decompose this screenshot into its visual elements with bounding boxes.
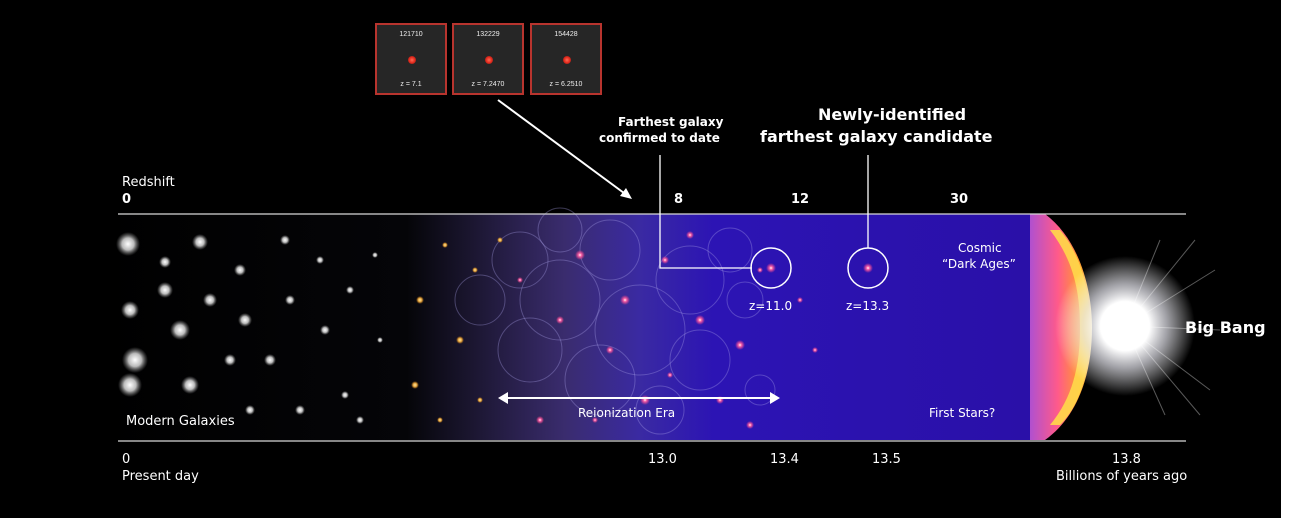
- galaxy-dot: [408, 56, 416, 64]
- present-day-label: Present day: [122, 469, 199, 484]
- infographic-panel: 121710 z = 7.1 132229 z = 7.2470 154428 …: [0, 0, 1281, 518]
- redshift-tick-0: 0: [122, 192, 132, 207]
- galaxy-z11-circle: [750, 247, 792, 289]
- inset-id: 154428: [554, 31, 578, 38]
- candidate-label-1: Newly-identified: [818, 105, 967, 124]
- inset-redshift: z = 7.2470: [471, 81, 505, 88]
- galaxy-z13-label: z=13.3: [846, 299, 890, 313]
- cosmic-dark-ages-label-2: “Dark Ages”: [942, 257, 1016, 271]
- inset-redshift: z = 6.2510: [549, 81, 583, 88]
- modern-galaxies-label: Modern Galaxies: [126, 414, 235, 429]
- galaxy-dot: [485, 56, 493, 64]
- time-tick-13-5: 13.5: [872, 452, 901, 467]
- inset-id: 121710: [399, 31, 423, 38]
- time-tick-13-0: 13.0: [648, 452, 677, 467]
- time-tick-13-4: 13.4: [770, 452, 799, 467]
- redshift-tick-30: 30: [950, 192, 969, 207]
- big-bang-label: Big Bang: [1185, 318, 1266, 337]
- reionization-era-label: Reionization Era: [578, 406, 676, 420]
- redshift-tick-12: 12: [791, 192, 810, 207]
- first-stars-label: First Stars?: [929, 406, 996, 420]
- inset-galaxy-2: 132229 z = 7.2470: [452, 23, 524, 95]
- farthest-confirmed-label-1: Farthest galaxy: [618, 115, 724, 129]
- inset-galaxy-3: 154428 z = 6.2510: [530, 23, 602, 95]
- galaxy-z11-label: z=11.0: [749, 299, 793, 313]
- inset-redshift: z = 7.1: [400, 81, 422, 88]
- redshift-axis-title: Redshift: [122, 175, 175, 190]
- farthest-confirmed-label-2: confirmed to date: [599, 131, 720, 145]
- time-axis-unit: Billions of years ago: [1056, 469, 1188, 484]
- galaxy-dot: [563, 56, 571, 64]
- candidate-label-2: farthest galaxy candidate: [760, 127, 993, 146]
- time-tick-0: 0: [122, 452, 131, 467]
- inset-id: 132229: [476, 31, 500, 38]
- galaxy-z13-circle: [847, 247, 889, 289]
- redshift-tick-8: 8: [674, 192, 684, 207]
- inset-galaxy-1: 121710 z = 7.1: [375, 23, 447, 95]
- timeline-band: [100, 99, 1221, 442]
- time-tick-13-8: 13.8: [1112, 452, 1141, 467]
- cosmic-dark-ages-label-1: Cosmic: [958, 241, 1002, 255]
